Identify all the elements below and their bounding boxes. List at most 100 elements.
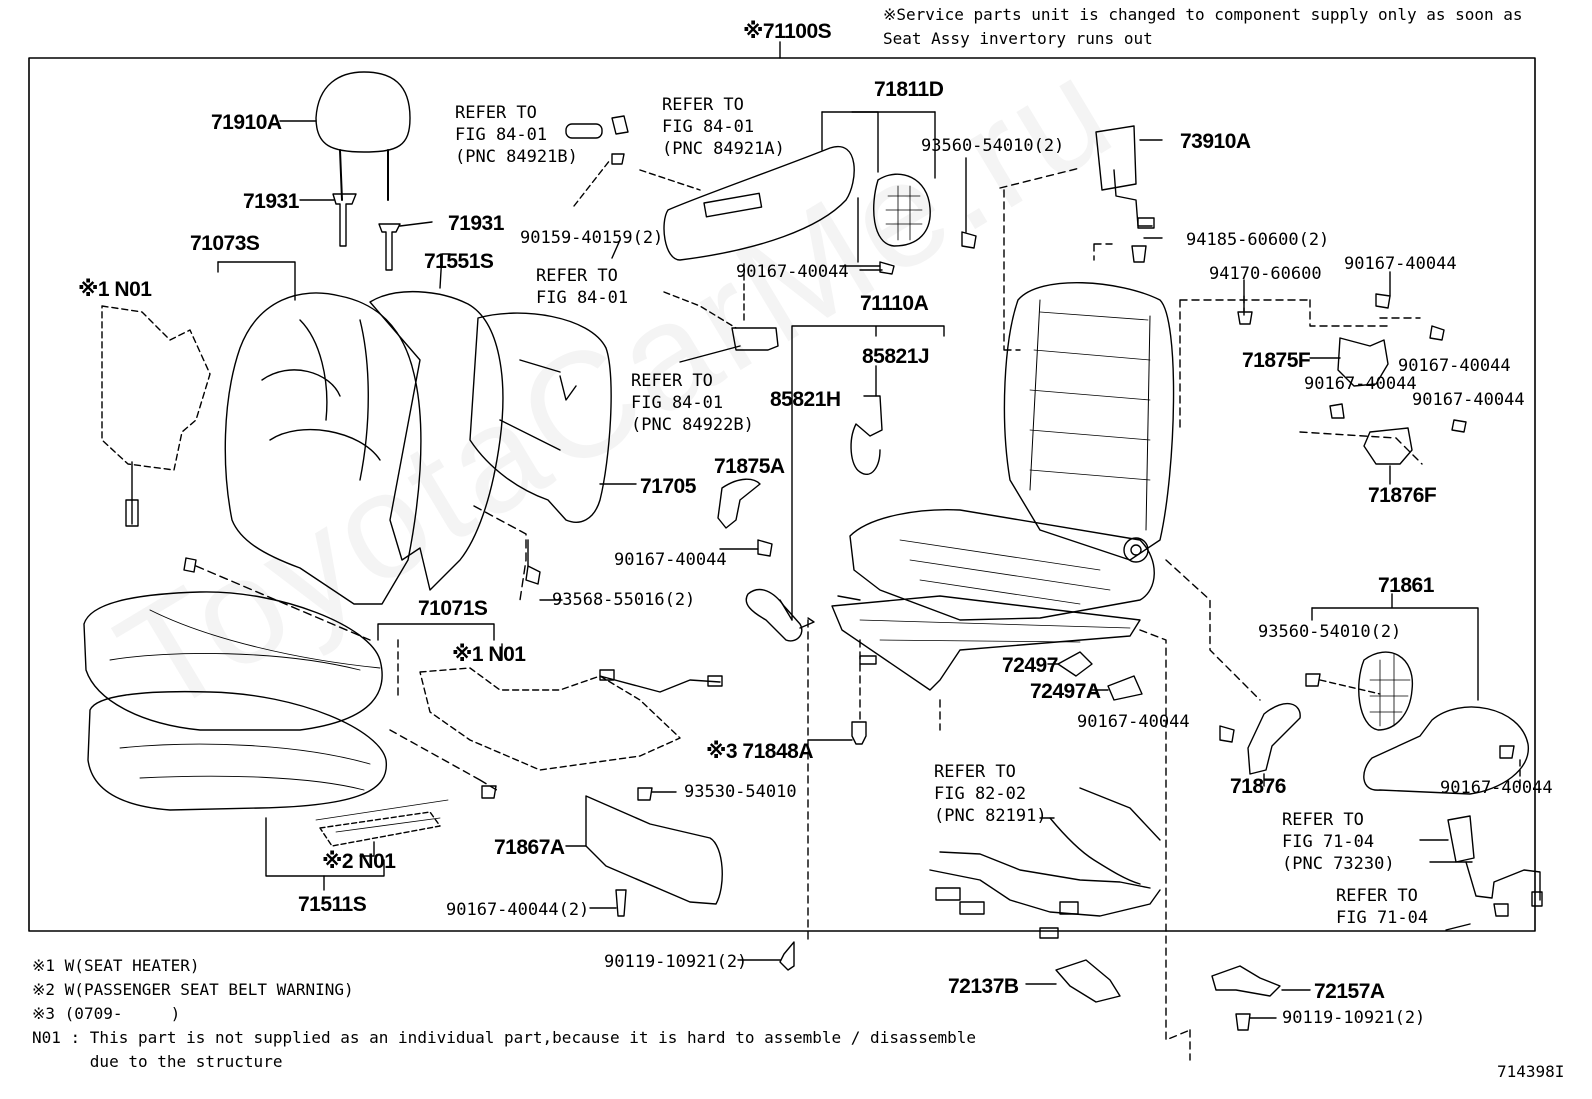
part-73910A: 73910A <box>1180 130 1251 153</box>
part-90159-40159: 90159-40159(2) <box>520 228 664 248</box>
ref-82191-line2: FIG 82-02 <box>934 784 1027 804</box>
part-71875A: 71875A <box>714 455 785 478</box>
lower-trim-71867A <box>585 795 723 905</box>
seat-cushion-pad <box>87 690 388 811</box>
part-71071S: 71071S <box>418 597 488 620</box>
ref-82191-line3: (PNC 82191) <box>934 806 1047 826</box>
lumbar-motor-j <box>850 395 883 475</box>
assembly-number: ※71100S <box>743 20 832 43</box>
part-90167-40044-r2: 90167-40044 <box>1398 356 1511 376</box>
lumbar-motor-h <box>745 588 803 642</box>
ref-84921A-line1: REFER TO <box>662 95 744 115</box>
headrest <box>315 71 411 153</box>
note-n01-cushion: ※1 N01 <box>452 643 526 666</box>
ref-84921A-line2: FIG 84-01 <box>662 117 755 137</box>
part-85821H: 85821H <box>770 388 841 411</box>
ref-84921A-line3: (PNC 84921A) <box>662 139 785 159</box>
part-85821J: 85821J <box>862 345 930 368</box>
heater-pad-cushion <box>419 667 681 771</box>
figure-id: 714398I <box>1497 1062 1565 1081</box>
note-n01-belt: ※2 N01 <box>322 850 396 873</box>
part-71551S: 71551S <box>424 250 494 273</box>
ref-84-01-line2: FIG 84-01 <box>536 288 629 308</box>
part-71876F: 71876F <box>1368 484 1437 507</box>
cover-72157A <box>1211 965 1281 997</box>
footnote-belt-warning: ※2 W(PASSENGER SEAT BELT WARNING) <box>32 980 354 999</box>
footnote-seat-heater: ※1 W(SEAT HEATER) <box>32 956 200 975</box>
part-90167-40044-far: 90167-40044 <box>1440 778 1553 798</box>
ref-84922B-line1: REFER TO <box>631 371 713 391</box>
bracket-71876F <box>1363 427 1413 465</box>
part-90167-40044-r1: 90167-40044 <box>1344 254 1457 274</box>
side-shield-lower <box>1363 706 1529 795</box>
part-71705: 71705 <box>640 475 696 498</box>
cover-71876 <box>1247 702 1301 775</box>
part-93530-54010: 93530-54010 <box>684 782 797 802</box>
seatback-cover <box>224 292 422 605</box>
part-71110A: 71110A <box>860 292 929 315</box>
part-90167-40044-left: 90167-40044 <box>614 550 727 570</box>
cover-71875A <box>717 478 761 529</box>
service-note-line1: ※Service parts unit is changed to compon… <box>883 5 1523 24</box>
diagram-frame <box>28 57 1536 932</box>
ref-84-01-line1: REFER TO <box>536 266 618 286</box>
part-71861: 71861 <box>1378 574 1434 597</box>
ref-84922B-line3: (PNC 84922B) <box>631 415 754 435</box>
seat-back-frame <box>1003 281 1175 561</box>
service-note-line2: Seat Assy invertory runs out <box>883 29 1153 48</box>
side-shield-upper <box>663 145 855 261</box>
part-71875F: 71875F <box>1242 349 1311 372</box>
part-72497: 72497 <box>1002 654 1058 677</box>
part-94170-60600: 94170-60600 <box>1209 264 1322 284</box>
part-90167-40044-low: 90167-40044 <box>1077 712 1190 732</box>
heater-pad-back <box>101 305 211 471</box>
seat-track <box>831 595 1141 691</box>
part-90167-40044-2: 90167-40044(2) <box>446 900 590 920</box>
seatback-board <box>469 312 612 523</box>
airbag-sensor <box>1095 125 1137 191</box>
note-n01-back: ※1 N01 <box>78 278 152 301</box>
ref-71-04-line1: REFER TO <box>1336 886 1418 906</box>
ref-71-04-line2: FIG 71-04 <box>1336 908 1429 928</box>
part-93568-55016: 93568-55016(2) <box>552 590 696 610</box>
part-71867A: 71867A <box>494 836 565 859</box>
part-93560-54010-right: 93560-54010(2) <box>1258 622 1402 642</box>
part-71876: 71876 <box>1230 775 1286 798</box>
belt-warning-sensor <box>319 811 441 847</box>
part-71848A: ※3 71848A <box>706 740 814 763</box>
bracket <box>731 327 779 351</box>
wire-harness <box>929 787 1161 917</box>
footnote-n01-line1: N01 : This part is not supplied as an in… <box>32 1028 977 1047</box>
part-71073S: 71073S <box>190 232 260 255</box>
part-94185-60600: 94185-60600(2) <box>1186 230 1330 250</box>
seatback-pad <box>369 290 504 591</box>
part-71931-left: 71931 <box>243 190 299 213</box>
ref-73230-line2: FIG 71-04 <box>1282 832 1375 852</box>
part-71511S: 71511S <box>298 893 367 916</box>
part-90119-10921-right: 90119-10921(2) <box>1282 1008 1426 1028</box>
part-90119-10921-left: 90119-10921(2) <box>604 952 748 972</box>
bracket-71875F <box>1337 337 1389 387</box>
part-71811D: 71811D <box>874 78 944 101</box>
seat-cushion-cover <box>83 591 383 731</box>
recliner-knob-upper <box>873 173 931 247</box>
seatbelt-buckle <box>1447 815 1475 863</box>
ref-84922B-line2: FIG 84-01 <box>631 393 724 413</box>
part-72157A: 72157A <box>1314 980 1385 1003</box>
part-71931-right: 71931 <box>448 212 504 235</box>
ref-73230-line3: (PNC 73230) <box>1282 854 1395 874</box>
part-72137B: 72137B <box>948 975 1019 998</box>
footnote-n01-line2: due to the structure <box>32 1052 283 1071</box>
footnote-date-range: ※3 (0709- ) <box>32 1004 181 1023</box>
part-72497A: 72497A <box>1030 680 1101 703</box>
seat-cushion-frame <box>849 509 1155 621</box>
ref-84921B-line3: (PNC 84921B) <box>455 147 578 167</box>
part-90167-40044-r4: 90167-40044 <box>1412 390 1525 410</box>
ref-73230-line1: REFER TO <box>1282 810 1364 830</box>
part-90167-40044-mid: 90167-40044 <box>736 262 849 282</box>
recliner-knob-lower <box>1358 651 1413 731</box>
ref-84921B-line1: REFER TO <box>455 103 537 123</box>
ref-84921B-line2: FIG 84-01 <box>455 125 548 145</box>
